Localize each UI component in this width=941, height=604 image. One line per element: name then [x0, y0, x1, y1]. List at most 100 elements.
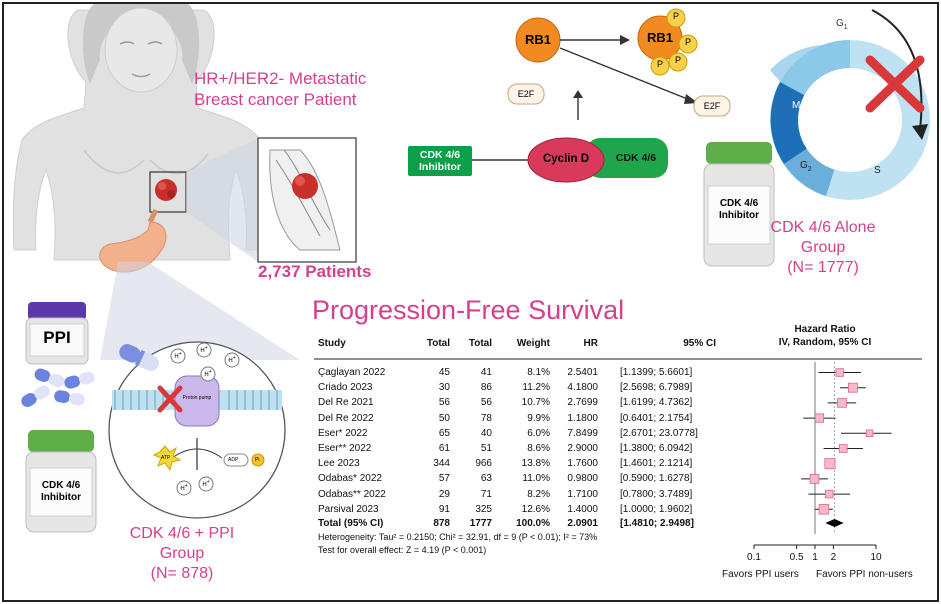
- bottle-left-line1: CDK 4/6: [41, 480, 81, 491]
- proton-pump-label: Proton pump: [182, 395, 212, 401]
- membrane-circle: [108, 341, 286, 519]
- row-ci: [2.6701; 23.0778]: [620, 427, 698, 439]
- row-weight: 11.0%: [522, 473, 550, 485]
- row-n-ppi: 56: [438, 397, 450, 409]
- cdk46-shape: [586, 138, 668, 178]
- total-ci: [1.4810; 2.9498]: [620, 518, 694, 529]
- row-study: Criado 2023: [318, 382, 373, 394]
- h-ion-label-4: H+: [204, 369, 212, 378]
- row-hr: 0.9800: [567, 473, 598, 485]
- stomach-icon: [99, 208, 167, 273]
- h-ion-label-2: H+: [200, 345, 208, 354]
- phospho-label-4: P: [674, 55, 681, 65]
- row-n-nonppi: 966: [475, 458, 492, 470]
- atp-label: ATP: [161, 455, 171, 461]
- x-axis-tick-label: 2: [831, 552, 837, 563]
- header-study: Study: [318, 338, 346, 349]
- row-n-ppi: 65: [438, 427, 450, 439]
- row-study: Del Re 2021: [318, 397, 374, 409]
- ppi-bottle-icon: [25, 302, 89, 365]
- g2-label: G2: [800, 160, 812, 173]
- row-hr: 1.7600: [567, 458, 598, 470]
- row-weight: 12.6%: [521, 503, 550, 515]
- study-marker: [818, 504, 830, 515]
- row-ci: [0.5900; 1.6278]: [620, 473, 693, 485]
- pi-label: Pi: [255, 457, 260, 463]
- study-marker: [809, 474, 820, 484]
- alone-group-label: CDK 4/6 Alone Group (N= 1777): [758, 218, 888, 278]
- heterogeneity-text: Heterogeneity: Tau² = 0.2150; Chi² = 32.…: [318, 532, 598, 542]
- phospho-label-2: P: [684, 37, 691, 47]
- row-study: Çaglayan 2022: [318, 367, 386, 378]
- m-label: M: [792, 100, 801, 111]
- x-axis-tick-label: 0.1: [747, 552, 761, 563]
- row-n-nonppi: 63: [480, 473, 492, 485]
- x-axis-tick-label: 10: [870, 552, 882, 563]
- row-study: Eser** 2022: [318, 443, 372, 454]
- g1-label: G1: [836, 18, 848, 31]
- row-ci: [0.7800; 3.7489]: [620, 488, 693, 500]
- s-label: S: [874, 165, 881, 176]
- row-hr: 2.7699: [567, 397, 598, 409]
- row-n-ppi: 30: [438, 382, 450, 394]
- row-n-ppi: 50: [438, 412, 450, 424]
- study-marker: [847, 382, 858, 393]
- total-weight: 100.0%: [516, 518, 550, 529]
- phospho-label-1: P: [672, 11, 679, 21]
- row-n-ppi: 29: [438, 488, 450, 500]
- row-hr: 1.1800: [567, 412, 598, 424]
- bottle-left-label: CDK 4/6 Inhibitor: [30, 480, 92, 504]
- row-weight: 10.7%: [521, 397, 550, 409]
- header-total-ppi: Total: [426, 338, 450, 349]
- cell-cycle-block-x-icon: [865, 55, 925, 113]
- h-ion-label-5: H+: [180, 483, 188, 492]
- ppi-group-line3: (N= 878): [150, 565, 214, 582]
- alone-group-line2: Group: [800, 239, 846, 256]
- row-hr: 7.8499: [567, 427, 598, 439]
- row-ci: [1.4601; 2.1214]: [620, 458, 693, 470]
- row-ci: [1.3800; 6.0942]: [620, 443, 693, 454]
- header-ci: 95% CI: [683, 338, 716, 349]
- x-axis-tick-label: 0.5: [790, 552, 804, 563]
- row-hr: 4.1800: [567, 382, 598, 394]
- row-ci: [1.1399; 5.6601]: [620, 367, 693, 378]
- favors-right-label: Favors PPI non-users: [816, 569, 913, 580]
- row-weight: 9.9%: [527, 412, 550, 424]
- alone-group-line3: (N= 1777): [787, 259, 859, 276]
- total-hr: 2.0901: [567, 518, 598, 529]
- row-n-ppi: 91: [438, 503, 450, 515]
- ppi-group-line1: CDK 4/6 + PPI: [129, 525, 235, 542]
- cdk-bottle-right-icon: [703, 142, 775, 267]
- study-marker: [865, 429, 874, 438]
- row-hr: 2.9000: [567, 443, 598, 454]
- cyclin-d-shape: [527, 137, 605, 183]
- block-x-icon: [157, 385, 183, 413]
- study-marker: [835, 368, 844, 377]
- row-n-ppi: 57: [438, 473, 450, 485]
- row-n-nonppi: 86: [480, 382, 492, 394]
- h-ion-label-6: H+: [202, 479, 210, 488]
- study-marker: [824, 489, 834, 499]
- total-n-nonppi: 1777: [469, 518, 492, 529]
- row-study: Eser* 2022: [318, 427, 368, 439]
- header-hr: HR: [583, 338, 598, 349]
- row-n-nonppi: 71: [480, 488, 492, 500]
- patient-label-line2: Breast cancer Patient: [194, 90, 357, 109]
- h-ion-label-1: H+: [174, 351, 182, 360]
- row-n-nonppi: 51: [480, 443, 492, 454]
- row-n-nonppi: 56: [480, 397, 492, 409]
- ppi-label: PPI: [43, 328, 71, 347]
- bottle-right-line1: CDK 4/6: [719, 198, 759, 209]
- row-weight: 8.1%: [527, 367, 550, 378]
- pooled-diamond: [825, 519, 844, 527]
- e2f-label-right: E2F: [703, 101, 721, 111]
- capsule-icons: [21, 368, 95, 407]
- row-hr: 2.5401: [567, 367, 598, 378]
- study-marker: [824, 458, 836, 470]
- row-ci: [2.5698; 6.7989]: [620, 382, 693, 394]
- row-n-ppi: 61: [438, 443, 450, 454]
- row-study: Del Re 2022: [318, 412, 374, 424]
- row-ci: [1.6199; 4.7362]: [620, 397, 693, 409]
- patients-count: 2,737 Patients: [258, 262, 372, 281]
